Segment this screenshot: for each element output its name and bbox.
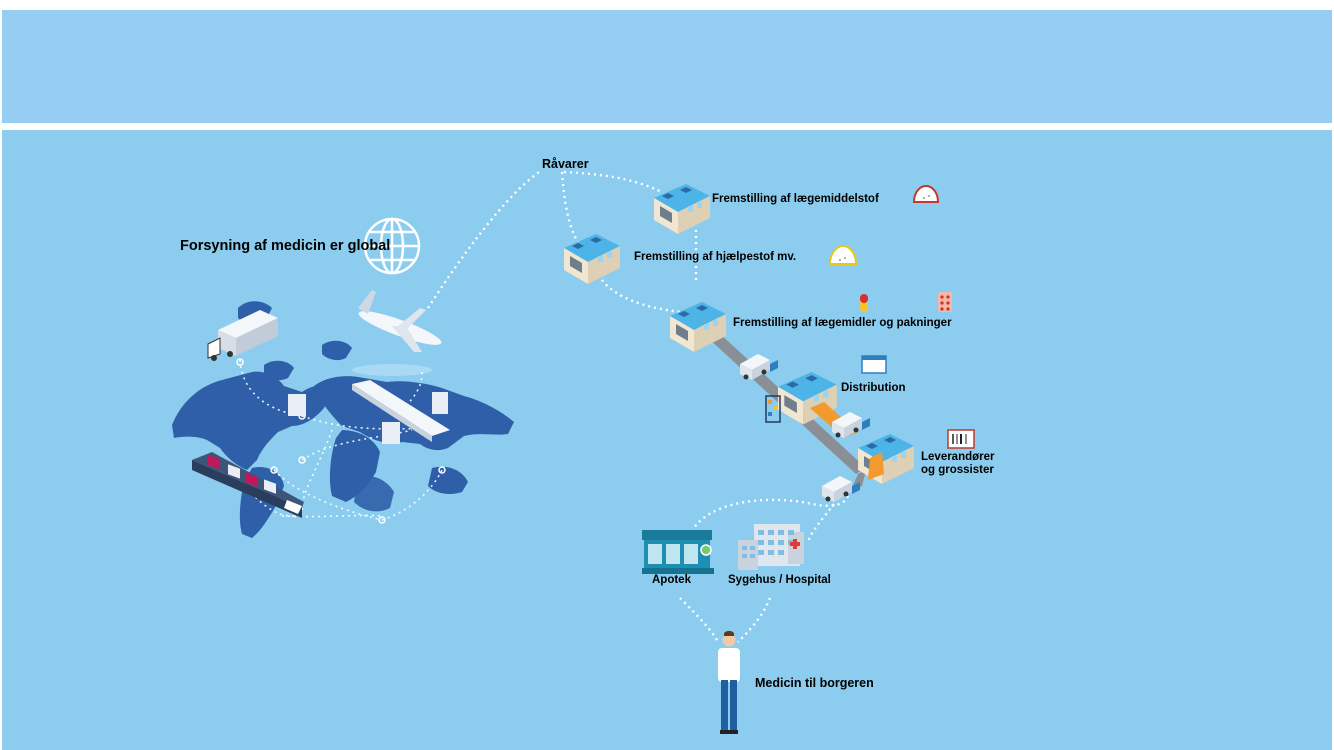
- warehouse-excipients: [564, 234, 620, 284]
- label-distribution: Distribution: [841, 382, 906, 394]
- label-excipients: Fremstilling af hjælpestof mv.: [634, 251, 797, 263]
- warehouse-active-substance: [654, 184, 710, 234]
- supply-chain-diagram: Forsyning af medicin er global Råvarer F…: [2, 130, 1332, 750]
- label-active-substance: Fremstilling af lægemiddelstof: [712, 193, 879, 205]
- container-boxes: [288, 392, 448, 444]
- flow-connectors: [426, 169, 850, 643]
- label-suppliers-line2: og grossister: [921, 464, 994, 476]
- storage-shelf: [765, 395, 781, 423]
- citizen-figure: [718, 631, 740, 734]
- label-citizen: Medicin til borgeren: [755, 676, 874, 690]
- label-raw-materials: Råvarer: [542, 157, 589, 171]
- powder-bag-yellow-icon: [828, 244, 858, 265]
- monitor-icon: [861, 355, 887, 374]
- warehouse-suppliers: [858, 434, 914, 484]
- airplane: [352, 290, 442, 376]
- cargo-ship: [192, 452, 304, 518]
- label-hospital: Sygehus / Hospital: [728, 574, 831, 586]
- label-suppliers-line1: Leverandører: [921, 451, 995, 463]
- globe-icon: [363, 217, 421, 275]
- pharmacy-building: [642, 530, 714, 574]
- truck-on-map: [207, 310, 278, 361]
- global-supply-title: Forsyning af medicin er global: [180, 238, 391, 254]
- capsule-icon: [860, 294, 868, 312]
- label-pharmacy: Apotek: [652, 574, 691, 586]
- barcode-scanner-icon: [947, 429, 975, 449]
- powder-bag-icon: [912, 184, 940, 203]
- diagram-canvas: [172, 169, 975, 734]
- train: [352, 380, 450, 442]
- truck-3: [822, 476, 860, 502]
- top-header-band: [2, 10, 1332, 123]
- pill-blister-icon: [938, 292, 952, 312]
- hospital-building: [738, 524, 804, 570]
- label-medicines-packaging: Fremstilling af lægemidler og pakninger: [733, 317, 952, 329]
- supplier-ramp: [868, 452, 884, 480]
